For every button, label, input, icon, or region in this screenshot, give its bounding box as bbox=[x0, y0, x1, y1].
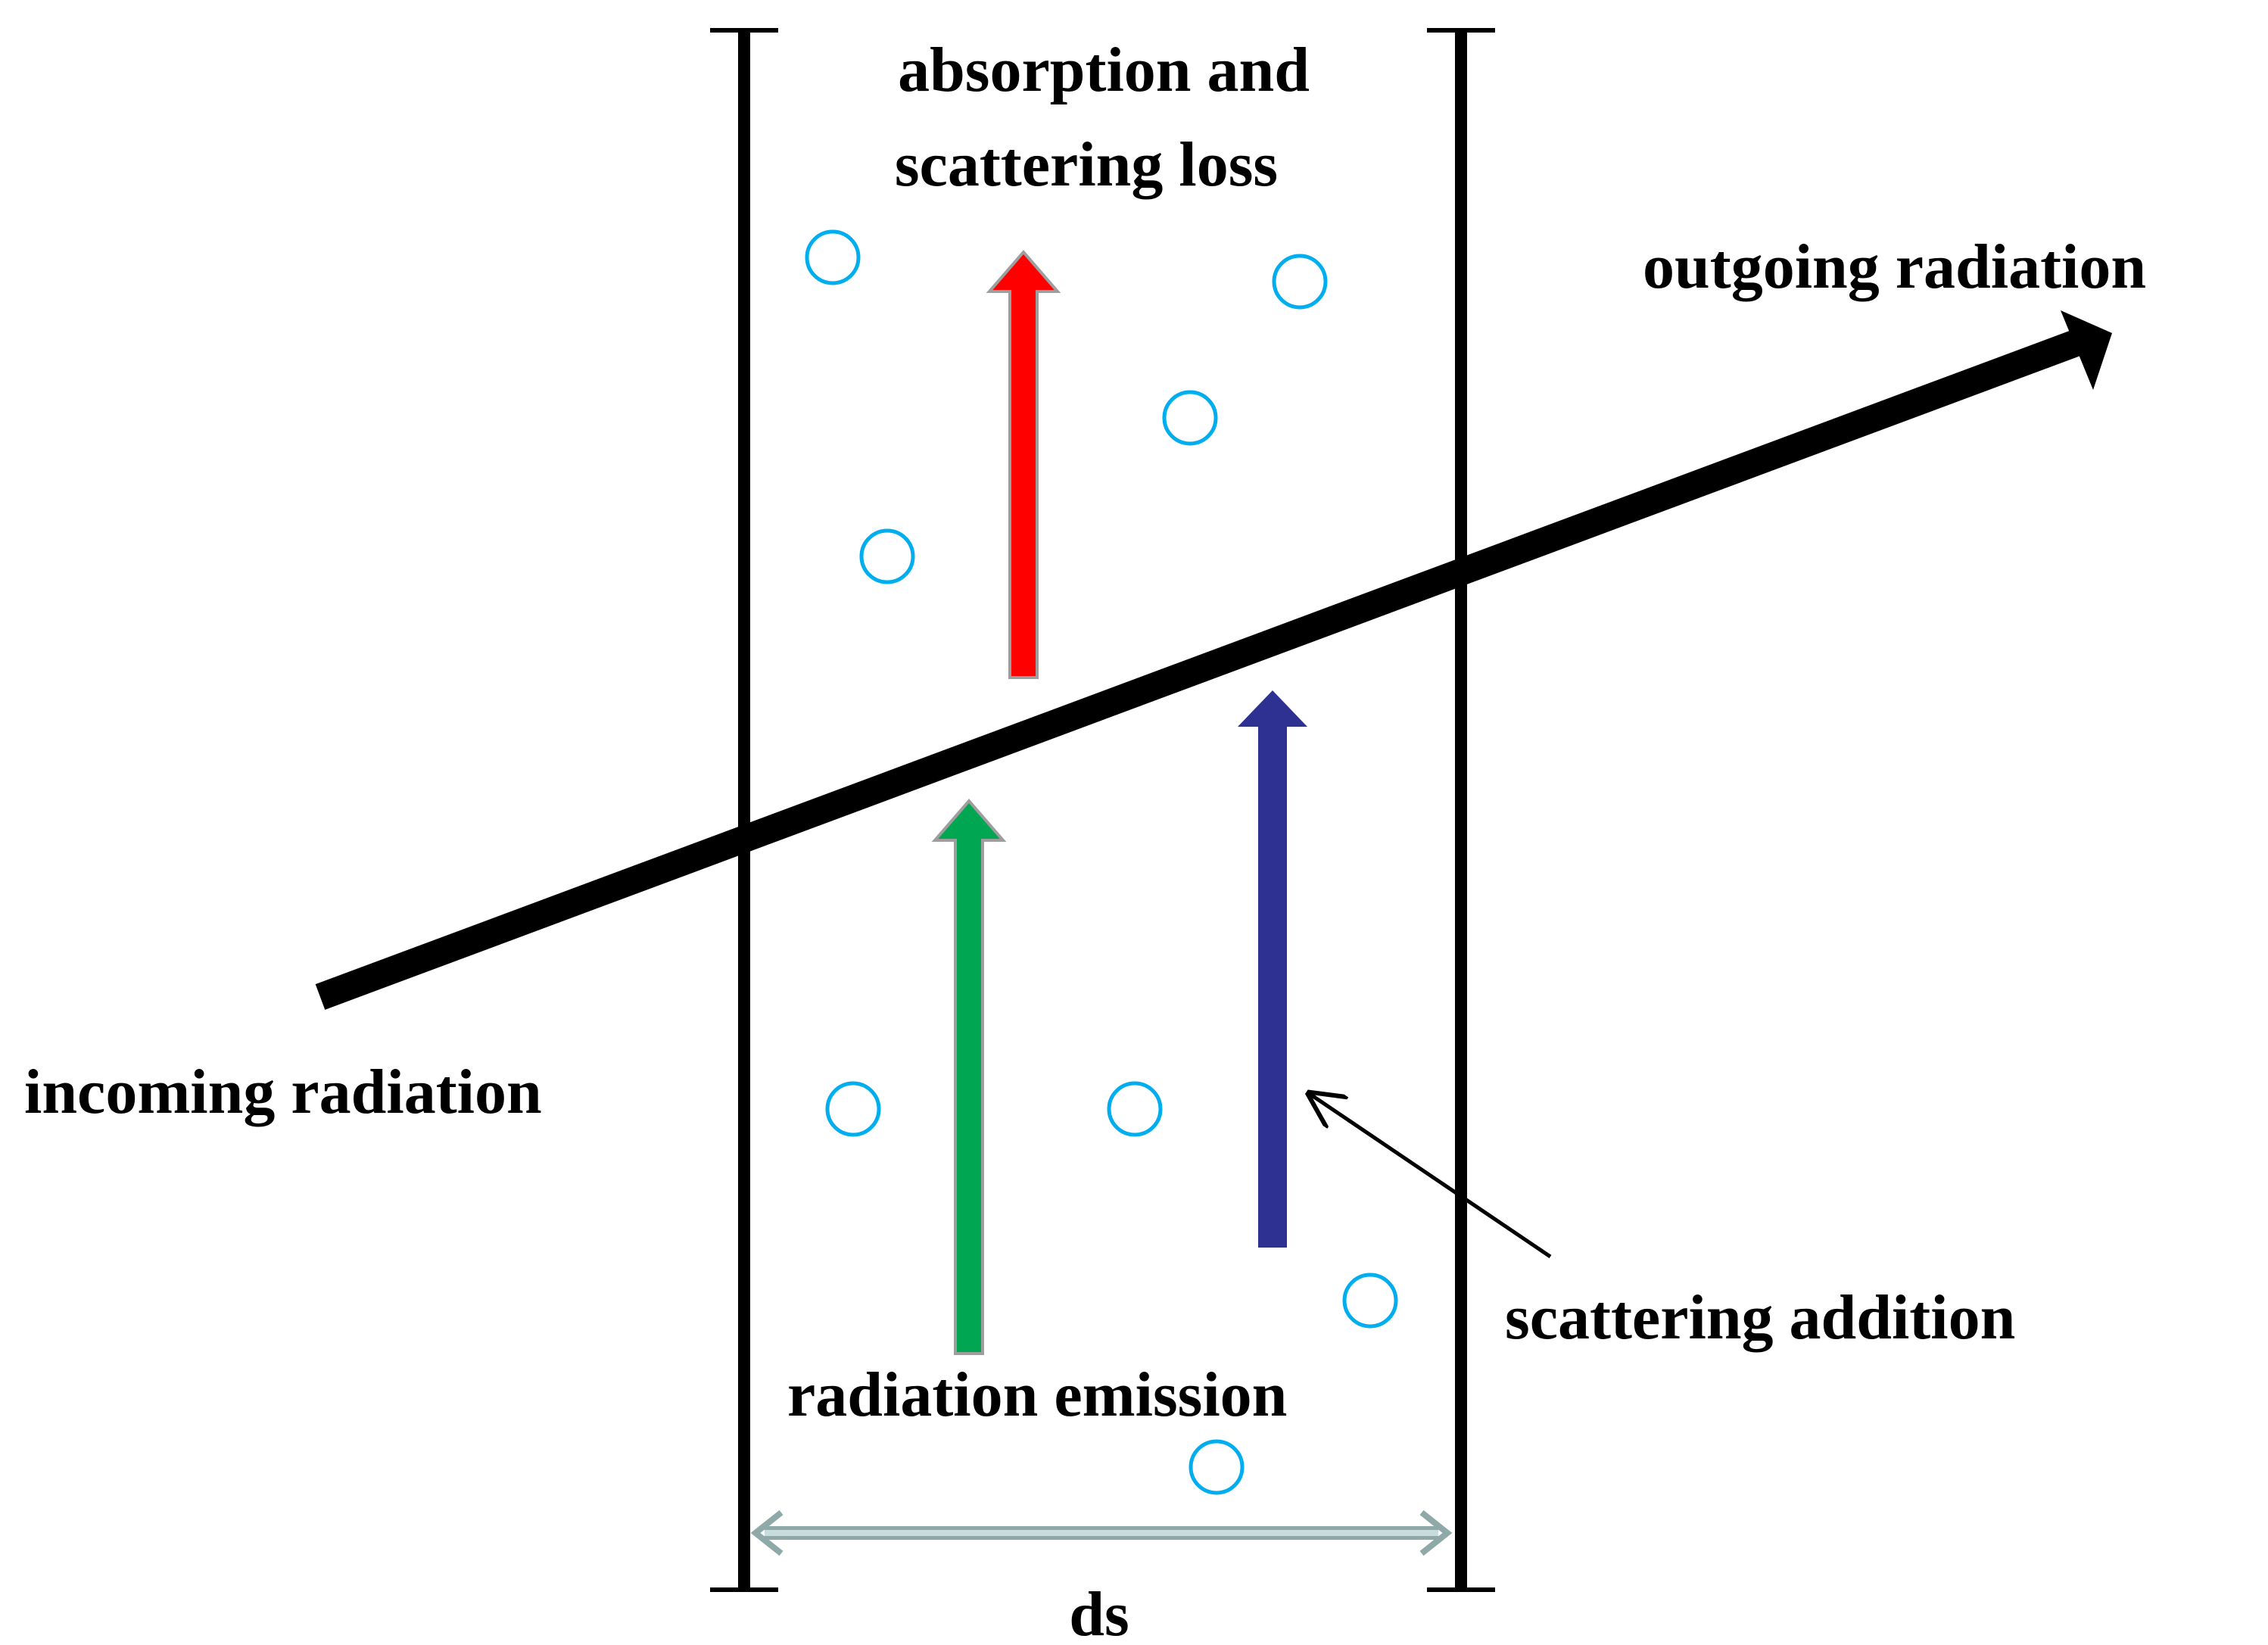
scattering-addition-pointer bbox=[1310, 1094, 1552, 1259]
particle bbox=[1342, 1273, 1398, 1329]
particle bbox=[825, 1081, 881, 1137]
particle bbox=[1107, 1081, 1163, 1137]
radiation-beam-arrow bbox=[315, 310, 2112, 1010]
particle bbox=[1272, 254, 1328, 310]
radiation-emission-label: radiation emission bbox=[787, 1360, 1287, 1430]
slab-left-boundary bbox=[710, 28, 778, 1592]
particle bbox=[859, 528, 915, 584]
scattering-addition-label: scattering addition bbox=[1505, 1282, 2015, 1353]
ds-label: ds bbox=[1069, 1579, 1129, 1645]
incoming-radiation-label: incoming radiation bbox=[24, 1057, 542, 1127]
slab-right-boundary bbox=[1427, 28, 1495, 1592]
ds-width-arrow bbox=[750, 1509, 1453, 1556]
particle bbox=[1189, 1439, 1245, 1495]
particle bbox=[1162, 390, 1218, 446]
absorption-label-line2: scattering loss bbox=[895, 129, 1278, 200]
particle bbox=[805, 229, 861, 285]
radiation-emission-arrow bbox=[931, 798, 1007, 1355]
scattering-addition-arrow bbox=[1238, 690, 1307, 1248]
outgoing-radiation-label: outgoing radiation bbox=[1643, 232, 2146, 302]
absorption-label-line1: absorption and bbox=[898, 35, 1310, 105]
scattering-particles bbox=[805, 229, 1398, 1495]
absorption-scattering-loss-arrow bbox=[986, 249, 1061, 679]
beam-arrowhead bbox=[2061, 310, 2112, 390]
